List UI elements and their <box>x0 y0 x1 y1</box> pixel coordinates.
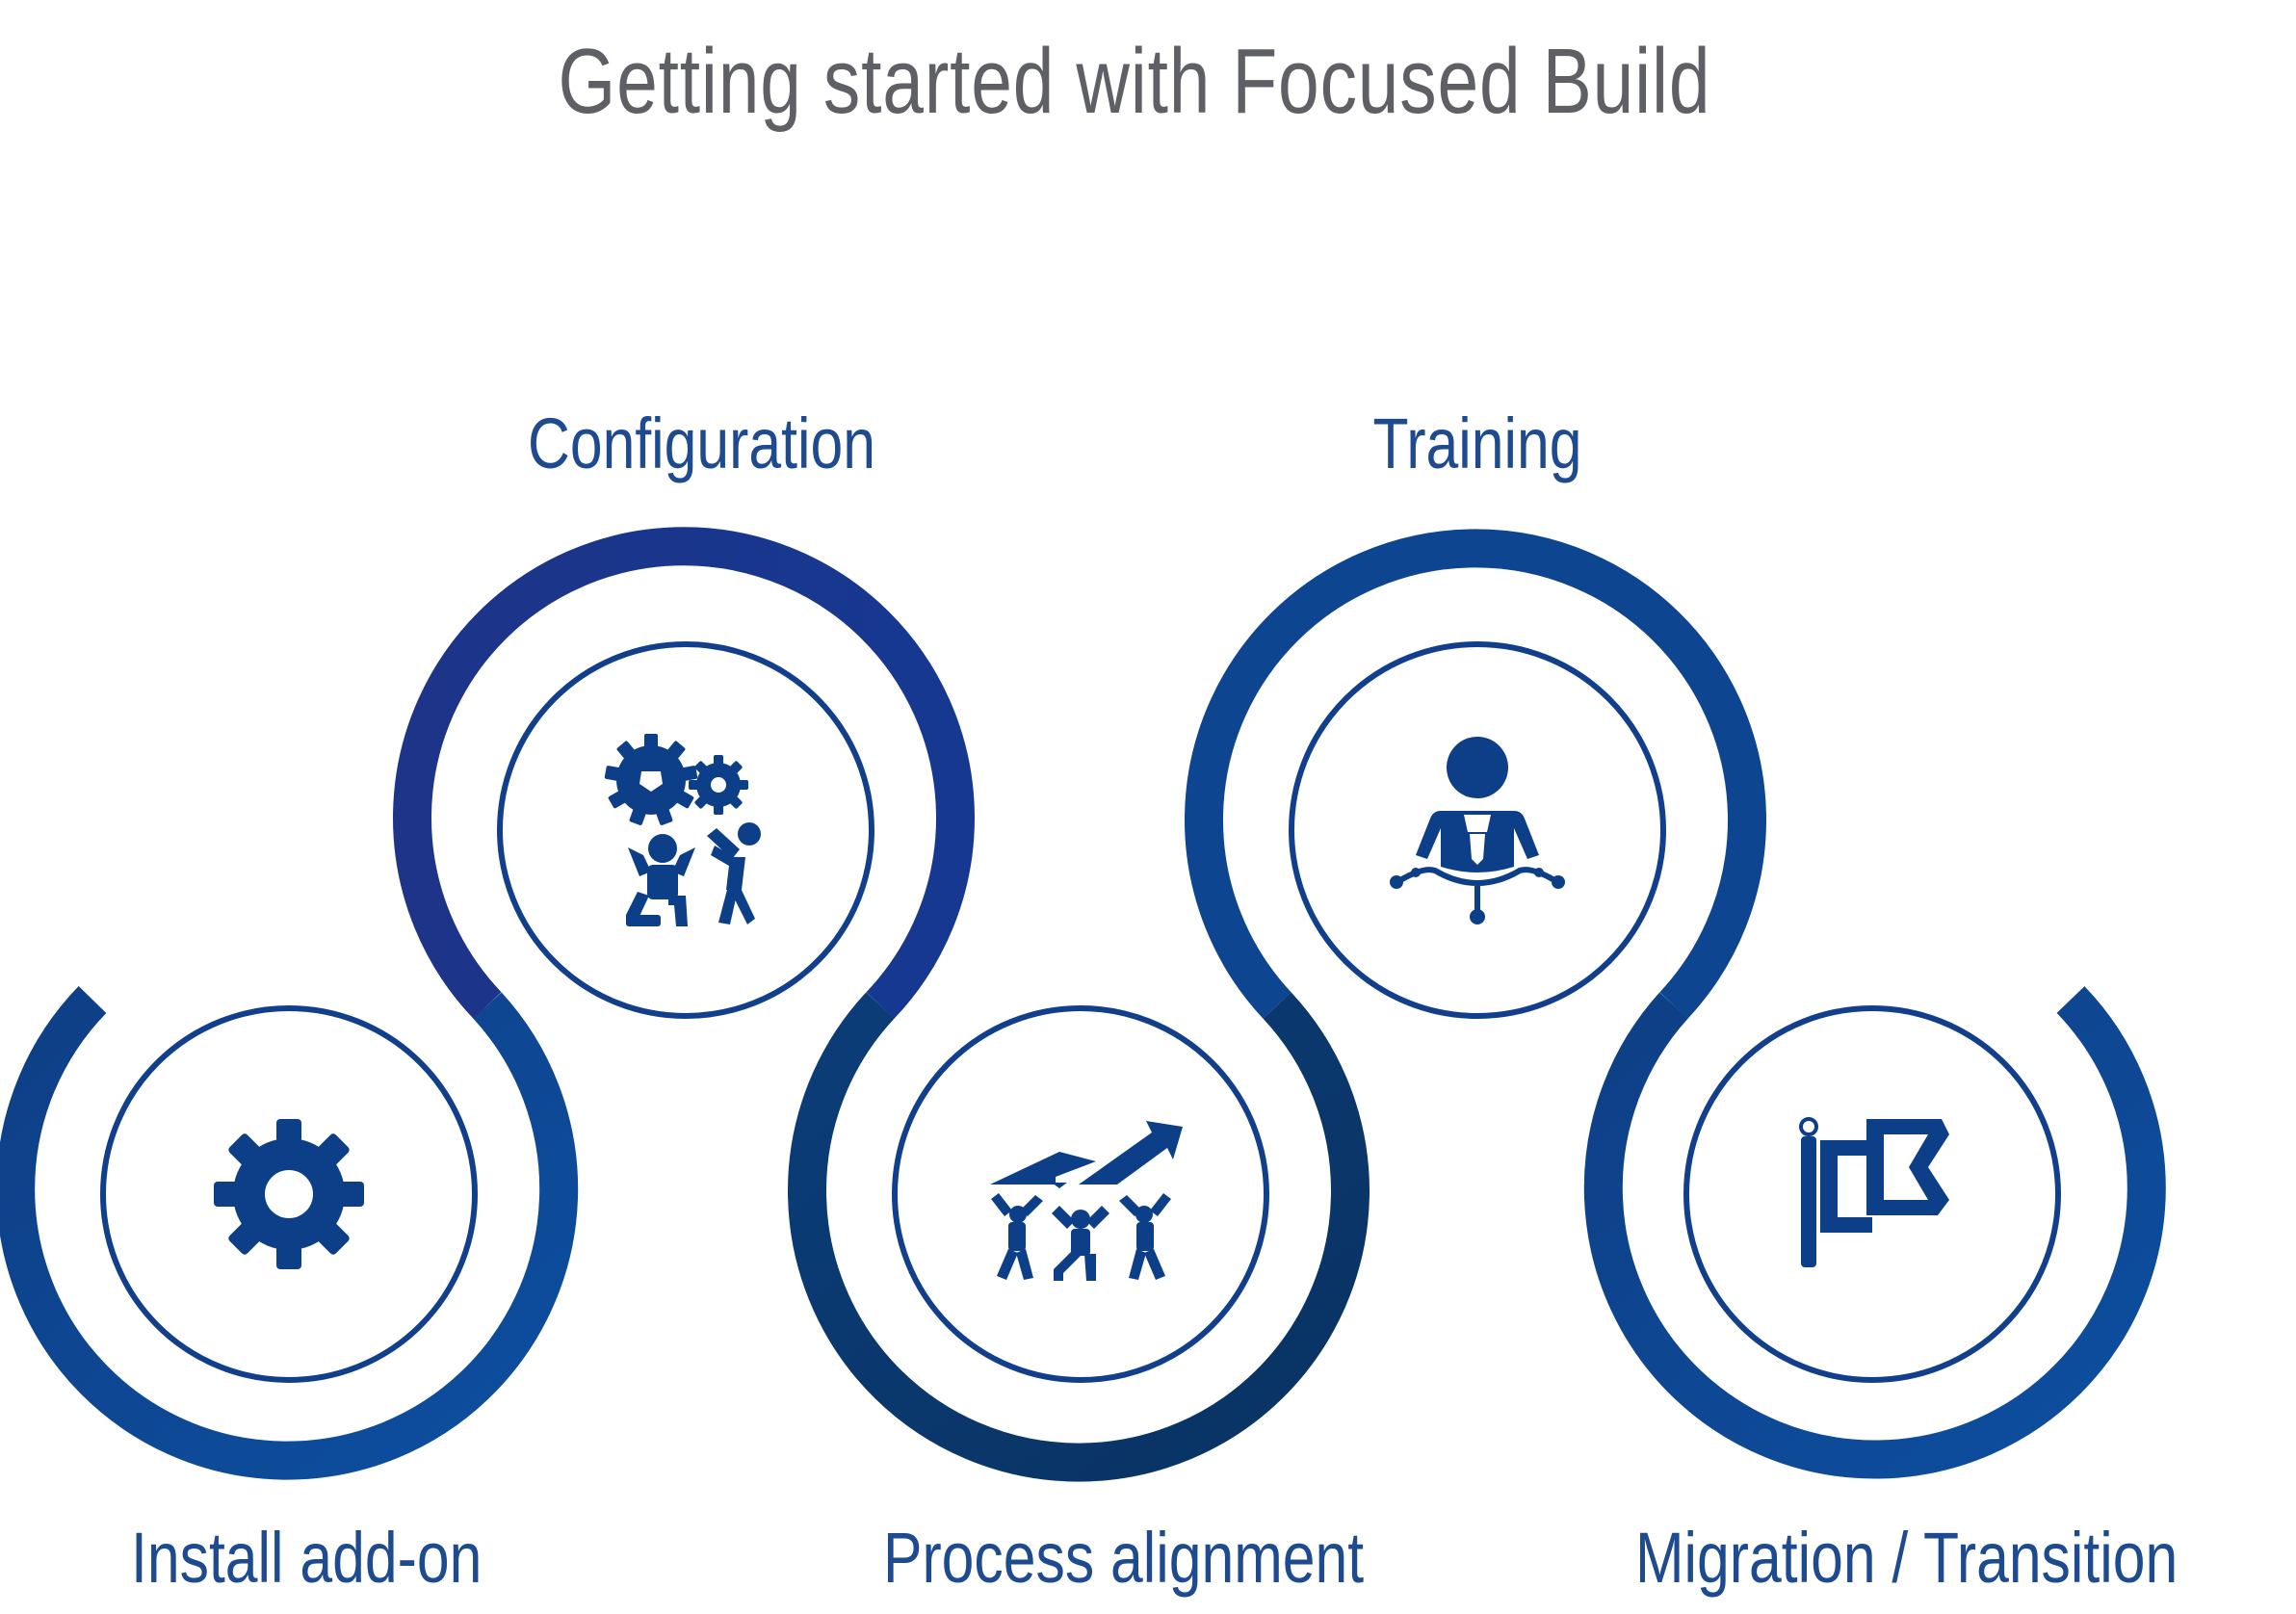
step-label-process: Process alignment <box>883 1518 1365 1598</box>
ring-configuration <box>393 527 975 1019</box>
step-label-install: Install add-on <box>131 1518 483 1598</box>
step-label-training: Training <box>1372 404 1582 483</box>
page-title: Getting started with Focused Build <box>558 30 1711 133</box>
ring-training <box>1185 529 1766 1019</box>
step-label-configuration: Configuration <box>528 404 875 483</box>
ring-migration <box>1583 986 2166 1479</box>
team-gears-icon <box>604 734 761 926</box>
gear-icon <box>214 1119 364 1269</box>
inner-circle-configuration <box>497 641 874 1019</box>
inner-circle-process <box>892 1005 1269 1383</box>
step-label-migration: Migration / Transition <box>1635 1518 2179 1598</box>
ring-process <box>788 992 1370 1482</box>
trainer-icon <box>1390 737 1565 924</box>
ring-install <box>0 986 579 1480</box>
flag-icon <box>1799 1117 1949 1267</box>
team-growth-icon <box>990 1121 1183 1281</box>
